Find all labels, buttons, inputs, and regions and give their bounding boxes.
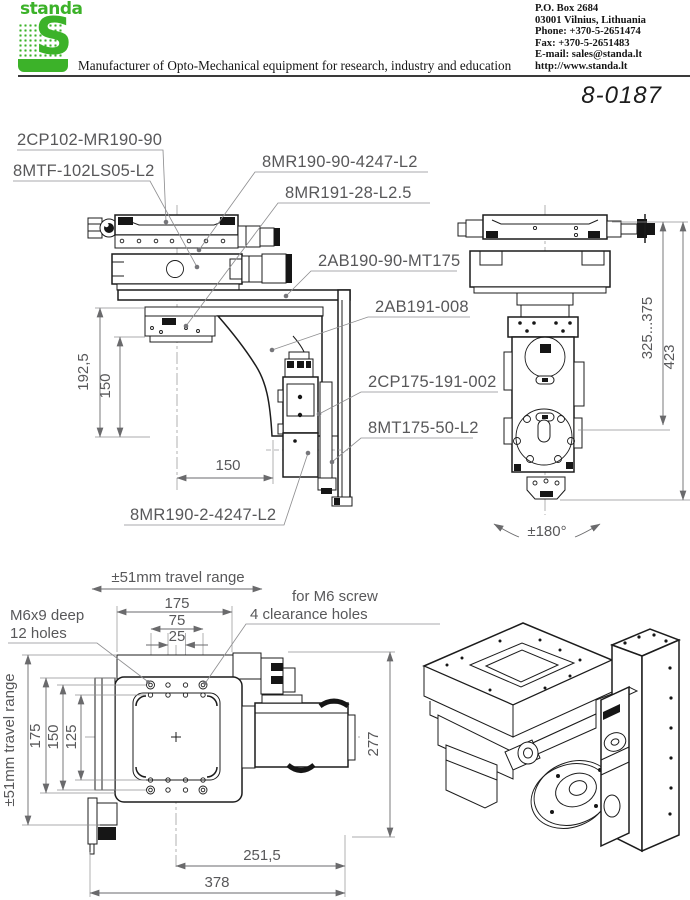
contact-fax: Fax: +370-5-2651483 [535,37,630,49]
dim-150-left: 150 [45,724,62,749]
contact-phone: Phone: +370-5-2651474 [535,26,641,38]
part-label-8mr190-2: 8MR190-2-4247-L2 [130,506,276,524]
contact-pobox: P.O. Box 2684 [535,3,599,14]
dim-25: 25 [169,628,186,645]
contact-city: 03001 Vilnius, Lithuania [535,14,646,26]
dim-192-5: 192,5 [75,353,92,391]
contact-block: P.O. Box 2684 03001 Vilnius, Lithuania P… [535,3,646,73]
standa-logo: S standa [18,0,83,72]
logo-bar-icon [18,59,68,72]
header-divider [18,75,690,77]
dim-378: 378 [204,874,229,891]
part-label-8mt175: 8MT175-50-L2 [368,419,479,437]
logo-dot-grid-icon [18,23,62,59]
part-label-2ab190: 2AB190-90-MT175 [318,252,460,270]
dim-175-left: 175 [27,723,44,748]
dim-150-vertical: 150 [97,373,114,398]
travel-range-vertical: ±51mm travel range [1,673,18,806]
part-label-2ab191: 2AB191-008 [375,298,469,316]
front-view: 192,5 150 150 [75,205,353,507]
isometric-view [422,622,681,853]
contact-email: E-mail: sales@standa.lt [535,49,642,61]
drawing-number: 8-0187 [581,82,662,109]
tapped-holes-label-1: M6x9 deep [10,607,84,624]
dim-rotation-180: ±180° [527,523,566,540]
part-labels: 2CP102-MR190-90 8MTF-102LS05-L2 8MR190-9… [13,131,498,526]
dim-277: 277 [365,731,382,756]
part-label-8mr190-90: 8MR190-90-4247-L2 [262,153,418,171]
tapped-holes-label-2: 12 holes [10,625,67,642]
dim-423: 423 [661,344,678,369]
dim-325-375: 325...375 [639,297,656,360]
dim-150-horizontal: 150 [215,457,240,474]
dim-75: 75 [169,612,186,629]
side-view: 325...375 423 ±180° [457,205,690,540]
dim-251-5: 251,5 [243,847,281,864]
top-view: ±51mm travel range 175 75 25 ±51mm t [1,569,440,897]
contact-website: http://www.standa.lt [535,60,628,72]
part-label-8mr191-28: 8MR191-28-L2.5 [285,184,412,202]
logo-wordmark: standa [20,0,83,19]
company-tagline: Manufacturer of Opto-Mechanical equipmen… [78,58,512,73]
part-label-8mtf102: 8MTF-102LS05-L2 [13,162,155,180]
travel-range-horizontal: ±51mm travel range [111,569,244,586]
dim-125-left: 125 [63,724,80,749]
clearance-holes-label-1: for M6 screw [292,588,378,605]
part-label-2cp102: 2CP102-MR190-90 [17,131,162,149]
part-label-2cp175: 2CP175-191-002 [368,373,496,391]
dim-175-top: 175 [164,595,189,612]
logo-s-icon: S [35,7,73,67]
clearance-holes-label-2: 4 clearance holes [250,606,368,623]
